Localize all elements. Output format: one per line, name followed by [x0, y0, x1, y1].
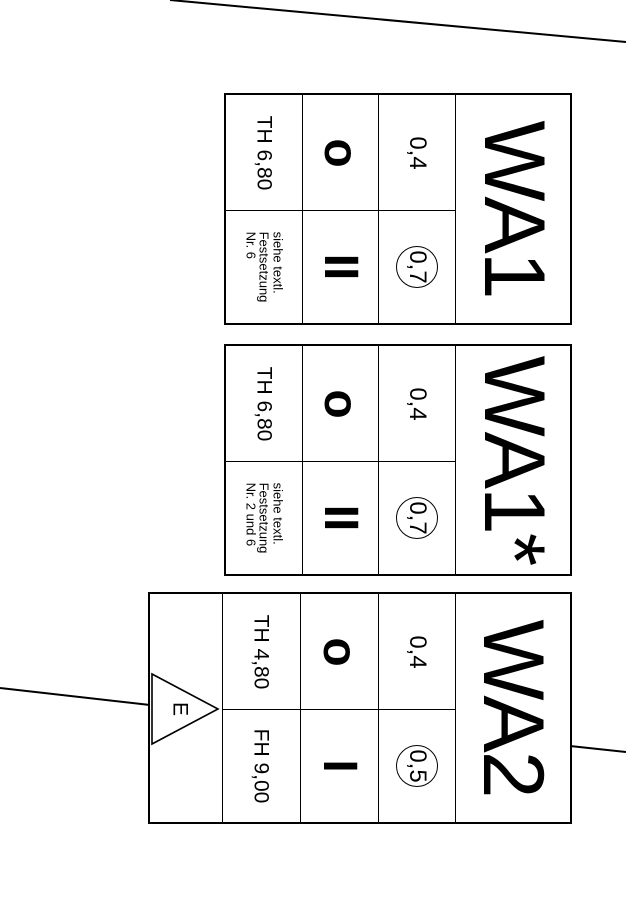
bauweise-symbol: o: [314, 137, 367, 168]
nutzungsschablone-wa1-star: WA1* 0,4 0,7 o II TH 6,80 siehe textl. F…: [224, 344, 572, 576]
bauweise-triangle-cell: E: [150, 594, 222, 822]
traufhoehe-value: TH 6,80: [252, 366, 276, 441]
geschosse-symbol: II: [314, 253, 367, 280]
bauweise-symbol: o: [313, 636, 366, 667]
boundary-line-left: [0, 687, 151, 706]
boundary-line-top: [169, 0, 626, 43]
gfz-value: 0,7: [395, 245, 438, 288]
grz-value: 0,4: [403, 634, 431, 669]
zone-name: WA2: [464, 619, 561, 797]
traufhoehe-value: TH 4,80: [249, 614, 273, 689]
bauweise-symbol: o: [314, 388, 367, 419]
zone-name: WA1*: [465, 355, 562, 565]
nutzungsschablone-wa2: WA2 0,4 0,5 o I TH 4,80 FH 9,00 E: [148, 592, 572, 824]
triangle-icon: [151, 672, 220, 746]
grz-value: 0,4: [403, 135, 431, 170]
zone-name-cell: WA1: [455, 95, 572, 323]
triangle-label: E: [168, 701, 192, 717]
textl-festsetzung-note: siehe textl. Festsetzung Nr. 2 und 6: [243, 482, 286, 553]
textl-festsetzung-note: siehe textl. Festsetzung Nr. 6: [243, 231, 286, 302]
gfz-value: 0,5: [395, 744, 438, 787]
firsthoehe-value: FH 9,00: [249, 728, 273, 803]
geschosse-symbol: I: [313, 758, 366, 773]
zone-name: WA1: [465, 120, 562, 298]
nutzungsschablone-wa1: WA1 0,4 0,7 o II TH 6,80 siehe textl. Fe…: [224, 93, 572, 325]
gfz-value: 0,7: [395, 496, 438, 539]
traufhoehe-value: TH 6,80: [252, 115, 276, 190]
grz-value: 0,4: [403, 386, 431, 421]
boundary-line-right: [569, 745, 626, 753]
geschosse-symbol: II: [314, 504, 367, 531]
